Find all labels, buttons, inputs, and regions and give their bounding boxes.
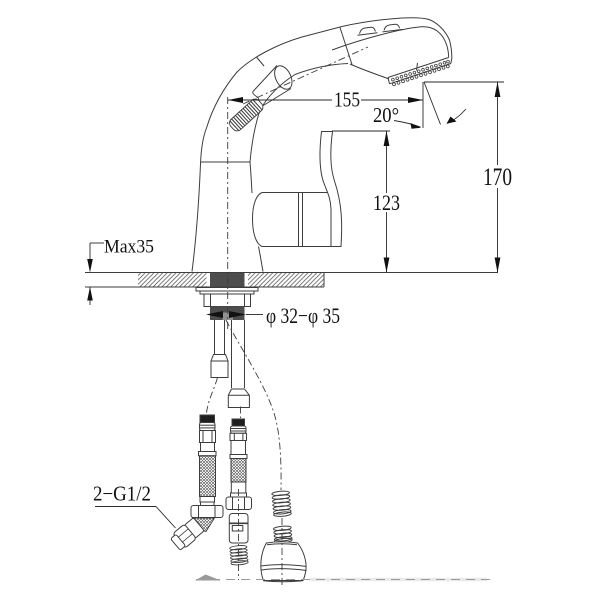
- svg-text:20°: 20°: [373, 103, 399, 127]
- svg-text:Max35: Max35: [104, 237, 154, 258]
- svg-text:2−G1/2: 2−G1/2: [93, 482, 151, 506]
- svg-text:φ 32−φ 35: φ 32−φ 35: [266, 303, 340, 328]
- svg-text:123: 123: [373, 190, 400, 215]
- svg-text:170: 170: [483, 164, 512, 191]
- svg-text:155: 155: [334, 88, 360, 112]
